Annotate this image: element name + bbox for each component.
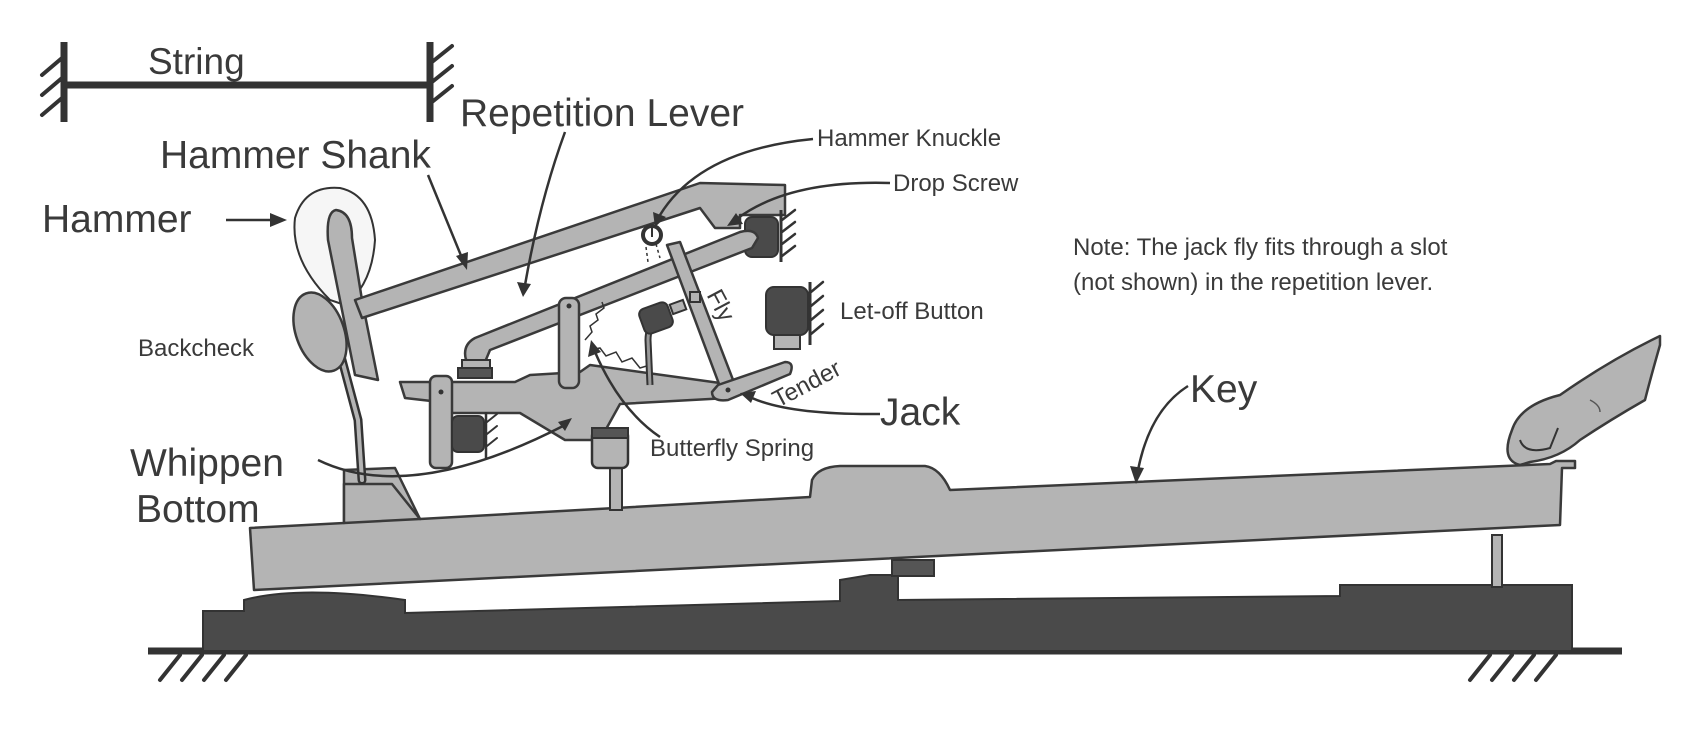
- label-butterfly-spring: Butterfly Spring: [650, 435, 814, 462]
- string-assembly: [40, 42, 454, 122]
- label-hammer-shank: Hammer Shank: [160, 134, 431, 177]
- floor-right-hatch-icon: [1468, 653, 1558, 682]
- label-drop-screw: Drop Screw: [893, 170, 1019, 197]
- label-repetition-lever: Repetition Lever: [460, 92, 744, 135]
- string-left-hatch-icon: [40, 56, 64, 117]
- keybed-frame: [202, 574, 1573, 652]
- finger-icon: [1506, 334, 1662, 467]
- whippen-rail-cushion: [451, 412, 498, 458]
- let-off-button: [765, 280, 825, 350]
- jack: [665, 240, 793, 402]
- label-hammer: Hammer: [42, 198, 192, 241]
- jack-tender: [710, 360, 793, 402]
- hammer: [293, 186, 380, 382]
- butterfly-spring: [584, 301, 651, 369]
- repetition-flange: [557, 296, 581, 390]
- floor-left-hatch-icon: [158, 653, 248, 682]
- label-hammer-knuckle: Hammer Knuckle: [817, 125, 1001, 152]
- label-backcheck: Backcheck: [138, 335, 255, 362]
- label-key: Key: [1190, 368, 1258, 411]
- balance-rail-pin: [891, 559, 935, 577]
- label-let-off-button: Let-off Button: [840, 298, 984, 325]
- repetition-screw: [638, 298, 688, 386]
- leader-lines: [226, 131, 1189, 484]
- note-line-1: Note: The jack fly fits through a slot: [1073, 234, 1448, 261]
- backcheck: [292, 291, 367, 485]
- note-line-2: (not shown) in the repetition lever.: [1073, 269, 1433, 296]
- string-right-hatch-icon: [430, 44, 454, 104]
- label-whippen-bottom-line1: Whippen: [130, 442, 284, 485]
- hammer-molding: [326, 208, 380, 382]
- hammer-knuckle: [641, 224, 663, 246]
- label-string: String: [148, 41, 245, 82]
- label-jack: Jack: [880, 391, 961, 434]
- label-whippen-bottom-line2: Bottom: [136, 488, 260, 531]
- backcheck-head: [292, 291, 348, 373]
- whippen-support-block: [342, 482, 422, 525]
- key: [248, 459, 1577, 592]
- capstan: [590, 427, 630, 511]
- front-rail-pin: [1491, 534, 1503, 588]
- keybed: [148, 534, 1622, 682]
